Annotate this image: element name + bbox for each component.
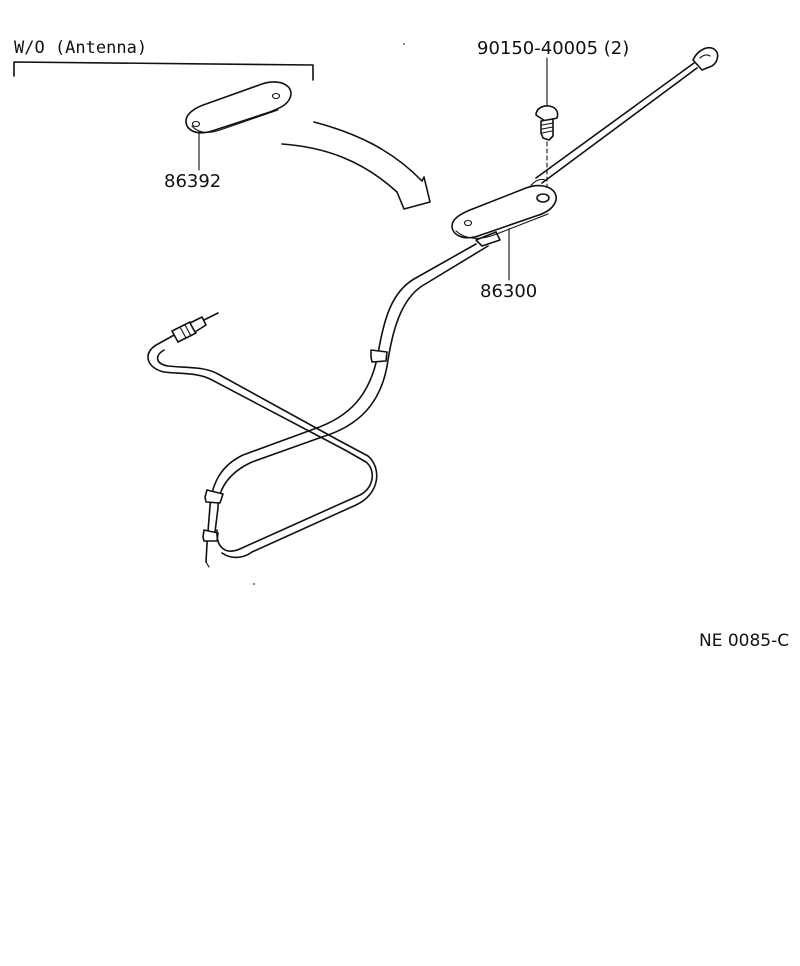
antenna-plug xyxy=(171,312,219,343)
print-speck xyxy=(403,43,405,45)
cover-plate xyxy=(185,81,292,134)
drawing-code: NE 0085-C xyxy=(699,631,790,651)
group-label: W/O (Antenna) xyxy=(14,38,148,58)
part-number-screw: 90150-40005 (2) xyxy=(477,38,630,59)
part-number-cover: 86392 xyxy=(164,171,222,192)
antenna-base xyxy=(451,178,557,247)
print-speck xyxy=(253,583,255,585)
antenna-rod xyxy=(535,46,719,184)
group-bracket xyxy=(13,61,314,81)
antenna-cable xyxy=(202,243,489,568)
lead-in-cable xyxy=(147,333,378,559)
screw xyxy=(535,105,559,197)
replacement-arrow xyxy=(281,121,431,210)
part-number-antenna: 86300 xyxy=(480,281,538,302)
